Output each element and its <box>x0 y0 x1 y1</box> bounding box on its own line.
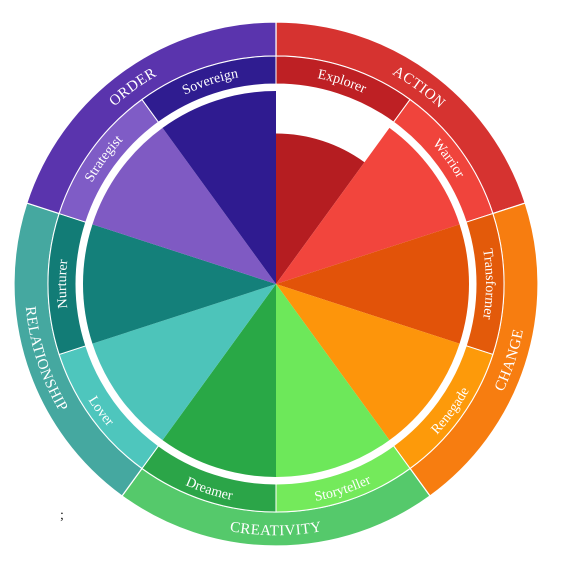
archetype-wedge-lover <box>92 284 276 441</box>
archetype-wedge-strategist <box>92 127 276 285</box>
group-label-creativity: CREATIVITY <box>229 519 323 539</box>
archetype-band-sovereign <box>141 55 277 123</box>
archetype-label-nurturer: Nurturer <box>55 258 71 309</box>
archetype-ring <box>47 55 505 513</box>
archetype-wedge-sovereign <box>162 91 276 284</box>
archetype-wedge-transformer <box>276 224 469 344</box>
archetype-wedges <box>83 91 469 477</box>
archetype-wedge-renegade <box>276 284 460 441</box>
archetype-wedge-storyteller <box>276 284 390 477</box>
stray-semicolon: ; <box>60 508 64 523</box>
archetype-label-transformer: Transformer <box>479 248 497 321</box>
archetype-wedge-dreamer <box>162 284 276 477</box>
archetype-wedge-explorer <box>276 133 365 284</box>
archetype-wedge-warrior <box>276 127 460 285</box>
archetype-wedge-nurturer <box>83 224 276 344</box>
